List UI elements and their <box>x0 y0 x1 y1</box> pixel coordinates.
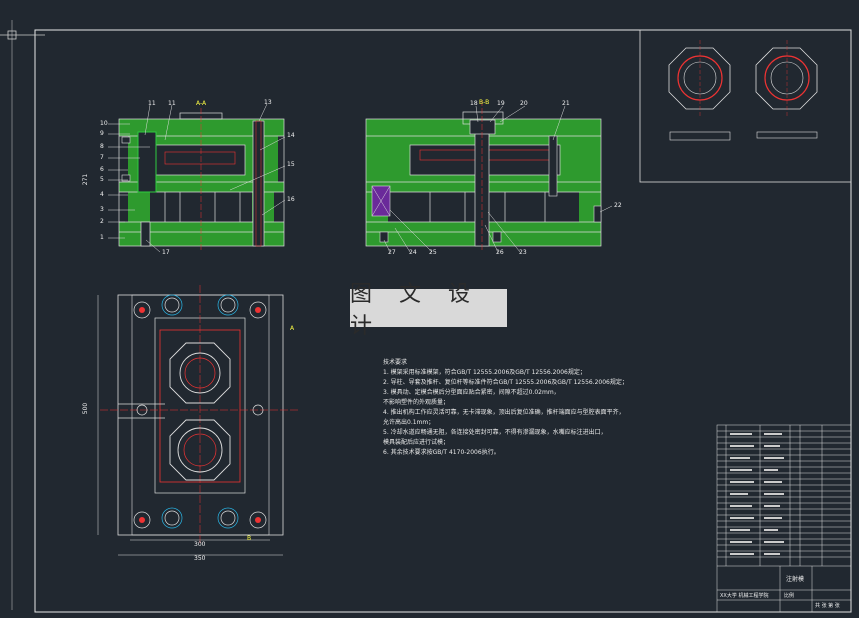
tech-note-line: 6. 其余技术要求按GB/T 4170-2006执行。 <box>383 449 500 456</box>
balloon: 11 <box>168 100 176 107</box>
balloon: 3 <box>100 206 104 213</box>
balloon: 19 <box>497 100 505 107</box>
side-section-label: B-B <box>479 99 490 106</box>
bom-table <box>716 424 852 613</box>
title-block-school: XX大学 机械工程学院 <box>720 593 769 599</box>
balloon: 24 <box>409 249 417 256</box>
tech-note-line: 5. 冷却水道应畅通无阻，各连接处密封可靠，不得有渗漏现象，水嘴应标注进出口， <box>383 429 607 436</box>
balloon: 2 <box>100 218 104 225</box>
tech-note-line: 允许高出0.1mm； <box>383 419 435 426</box>
title-block-sheet: 共 张 第 张 <box>815 603 840 609</box>
balloon: 11 <box>148 100 156 107</box>
dim-plan-height: 500 <box>82 402 90 415</box>
tech-notes-title: 技术要求 <box>383 359 408 366</box>
watermark-banner: 图 文 设 计 <box>350 282 507 339</box>
drawing-frame <box>34 29 852 613</box>
balloon: 25 <box>429 249 437 256</box>
balloon: 14 <box>287 132 295 139</box>
bom-cell-marks <box>730 433 784 555</box>
balloon: 8 <box>100 143 104 150</box>
balloon: 23 <box>519 249 527 256</box>
tech-note-line: 4. 推出机构工作应灵活可靠，无卡滞现象，顶出后复位准确，推杆端面应与型腔表面平… <box>383 409 625 416</box>
balloon: 5 <box>100 176 104 183</box>
side-section-view <box>365 100 602 252</box>
tech-note-line: 模具装配后应进行试模； <box>383 439 450 446</box>
balloon: 16 <box>287 196 295 203</box>
front-section-label: A-A <box>196 100 207 107</box>
dim-height-left: 271 <box>82 173 90 186</box>
dim-plan-width-inner: 300 <box>194 541 206 548</box>
balloon: 21 <box>562 100 570 107</box>
balloon: 17 <box>162 249 170 256</box>
balloon: 13 <box>264 99 272 106</box>
balloon: 6 <box>100 166 104 173</box>
tech-note-line: 2. 导柱、导套及推杆、复位杆等标准件符合GB/T 12555.2006及GB/… <box>383 379 628 386</box>
balloon: 4 <box>100 191 104 198</box>
balloon: 1 <box>100 234 104 241</box>
tech-note-line: 1. 模架采用标准模架，符合GB/T 12555.2006及GB/T 12556… <box>383 369 586 376</box>
plan-label-a: A <box>290 325 295 332</box>
balloon: 7 <box>100 154 104 161</box>
balloon: 22 <box>614 202 622 209</box>
part-detail-view <box>639 29 852 183</box>
balloon: 26 <box>496 249 504 256</box>
technical-notes: 技术要求 1. 模架采用标准模架，符合GB/T 12555.2006及GB/T … <box>383 358 628 458</box>
dim-plan-width-outer: 350 <box>194 555 206 562</box>
balloon: 27 <box>388 249 396 256</box>
balloon: 20 <box>520 100 528 107</box>
tech-note-line: 3. 模具动、定模合模后分型面应贴合紧密，间隙不超过0.02mm， <box>383 389 560 396</box>
tech-note-line: 不影响塑件的外观质量； <box>383 399 450 406</box>
ucs-crosshair <box>7 30 17 40</box>
title-block-drawing-title: 注射模 <box>786 576 805 583</box>
balloon: 15 <box>287 161 295 168</box>
balloon: 18 <box>470 100 478 107</box>
front-section-view <box>118 108 285 252</box>
title-block-scale: 比例 <box>784 593 795 599</box>
balloon: 9 <box>100 130 104 137</box>
plan-view <box>97 285 300 556</box>
balloon: 10 <box>100 120 108 127</box>
plan-label-b: B <box>247 535 252 542</box>
